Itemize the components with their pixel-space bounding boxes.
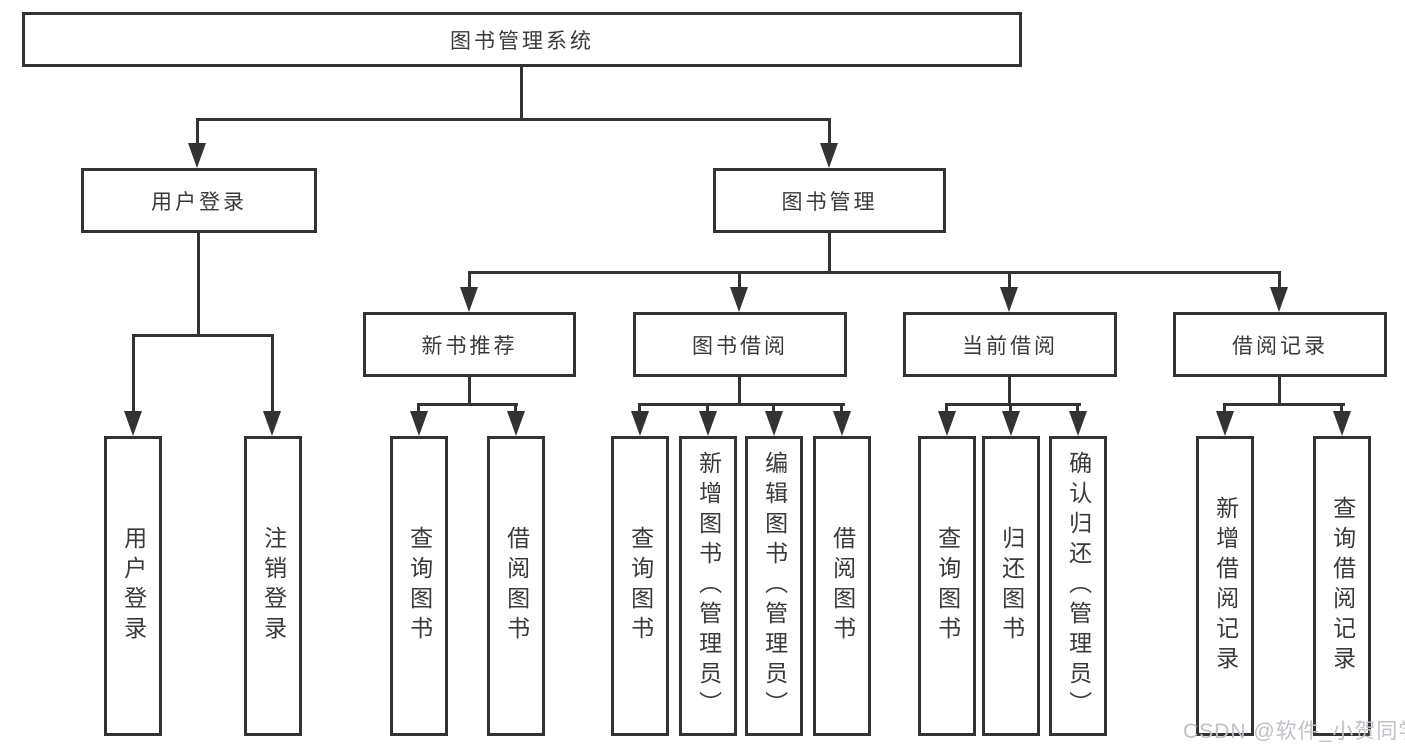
arrowhead-borrow-records bbox=[1270, 287, 1288, 312]
node-library-management-system: 图书管理系统 bbox=[22, 12, 1022, 67]
connector-book-borrow-bar bbox=[638, 403, 845, 406]
leaf-label: 查询图书 bbox=[934, 526, 961, 646]
leaf-label: 用户登录 bbox=[120, 526, 147, 646]
node-borrowing-records: 借阅记录 bbox=[1173, 312, 1387, 377]
connector-leaf bbox=[1340, 403, 1343, 413]
node-label: 图书管理系统 bbox=[450, 29, 594, 53]
leaf-add-book-admin: 新增图书（管理员） bbox=[679, 436, 737, 736]
connector-book-borrow-trunk bbox=[738, 377, 741, 406]
connector-level1-bar bbox=[196, 118, 831, 121]
connector-user-login-trunk bbox=[197, 233, 200, 336]
node-user-login: 用户登录 bbox=[81, 168, 317, 233]
arrowhead-leaf bbox=[631, 411, 649, 436]
arrowhead-book-management bbox=[820, 143, 838, 168]
csdn-watermark: CSDN @软件_小贺同学 bbox=[1183, 720, 1405, 743]
node-label: 用户登录 bbox=[151, 190, 247, 214]
arrowhead-leaf-logout bbox=[263, 411, 281, 436]
leaf-return-book: 归还图书 bbox=[982, 436, 1040, 736]
arrowhead-leaf bbox=[699, 411, 717, 436]
leaf-label: 借阅图书 bbox=[503, 526, 530, 646]
node-current-borrowing: 当前借阅 bbox=[903, 312, 1117, 377]
connector-book-management-trunk bbox=[828, 233, 831, 274]
connector-leaf bbox=[772, 403, 775, 413]
arrowhead-current-borrow bbox=[1000, 287, 1018, 312]
connector-to-book-borrow bbox=[738, 271, 741, 289]
leaf-query-books-current: 查询图书 bbox=[918, 436, 976, 736]
node-label: 借阅记录 bbox=[1232, 334, 1328, 358]
node-label: 当前借阅 bbox=[962, 334, 1058, 358]
leaf-label: 查询图书 bbox=[406, 526, 433, 646]
arrowhead-leaf bbox=[833, 411, 851, 436]
connector-leaf bbox=[706, 403, 709, 413]
connector-new-book-trunk bbox=[468, 377, 471, 406]
node-label: 新书推荐 bbox=[421, 334, 518, 358]
leaf-edit-book-admin: 编辑图书（管理员） bbox=[745, 436, 803, 736]
arrowhead-leaf bbox=[1069, 411, 1087, 436]
leaf-query-books-borrow: 查询图书 bbox=[611, 436, 669, 736]
leaf-query-books-recommend: 查询图书 bbox=[390, 436, 448, 736]
connector-leaf bbox=[1076, 403, 1079, 413]
connector-to-borrow-records bbox=[1278, 271, 1281, 289]
arrowhead-leaf bbox=[765, 411, 783, 436]
leaf-label: 新增借阅记录 bbox=[1212, 496, 1239, 676]
leaf-label: 注销登录 bbox=[260, 526, 287, 646]
connector-leaf bbox=[1009, 403, 1012, 413]
connector-leaf bbox=[1223, 403, 1226, 413]
leaf-label: 借阅图书 bbox=[829, 526, 856, 646]
leaf-query-borrow-record: 查询借阅记录 bbox=[1313, 436, 1371, 736]
connector-new-book-bar bbox=[417, 403, 518, 406]
leaf-user-login: 用户登录 bbox=[104, 436, 162, 736]
connector-current-borrow-bar bbox=[945, 403, 1081, 406]
connector-root-trunk bbox=[520, 67, 523, 120]
arrowhead-leaf bbox=[507, 411, 525, 436]
arrowhead-new-book bbox=[460, 287, 478, 312]
arrowhead-leaf bbox=[1333, 411, 1351, 436]
connector-to-user-login bbox=[196, 118, 199, 146]
leaf-label: 查询借阅记录 bbox=[1329, 496, 1356, 676]
leaf-add-borrow-record: 新增借阅记录 bbox=[1196, 436, 1254, 736]
leaf-label: 归还图书 bbox=[998, 526, 1025, 646]
arrowhead-leaf bbox=[1216, 411, 1234, 436]
node-book-management: 图书管理 bbox=[713, 168, 946, 233]
leaf-label: 编辑图书（管理员） bbox=[761, 451, 788, 721]
connector-to-new-book bbox=[468, 271, 471, 289]
node-label: 图书借阅 bbox=[692, 334, 788, 358]
node-label: 图书管理 bbox=[781, 190, 878, 214]
leaf-label: 确认归还（管理员） bbox=[1065, 451, 1092, 721]
connector-level2-bar bbox=[468, 271, 1281, 274]
leaf-label: 新增图书（管理员） bbox=[695, 451, 722, 721]
connector-leaf bbox=[638, 403, 641, 413]
connector-leaf bbox=[840, 403, 843, 413]
connector-leaf bbox=[514, 403, 517, 413]
connector-to-leaf-logout bbox=[271, 334, 274, 413]
arrowhead-leaf bbox=[410, 411, 428, 436]
connector-user-login-bar bbox=[132, 334, 274, 337]
connector-to-leaf-user-login bbox=[132, 334, 135, 413]
leaf-logout: 注销登录 bbox=[244, 436, 302, 736]
leaf-confirm-return-admin: 确认归还（管理员） bbox=[1049, 436, 1107, 736]
connector-current-borrow-trunk bbox=[1008, 377, 1011, 406]
arrowhead-book-borrow bbox=[730, 287, 748, 312]
arrowhead-user-login bbox=[188, 143, 206, 168]
node-new-book-recommendation: 新书推荐 bbox=[363, 312, 576, 377]
arrowhead-leaf-user-login bbox=[124, 411, 142, 436]
arrowhead-leaf bbox=[1002, 411, 1020, 436]
leaf-borrow-books-recommend: 借阅图书 bbox=[487, 436, 545, 736]
connector-leaf bbox=[417, 403, 420, 413]
leaf-borrow-books: 借阅图书 bbox=[813, 436, 871, 736]
connector-to-book-management bbox=[828, 118, 831, 146]
connector-to-current-borrow bbox=[1008, 271, 1011, 289]
arrowhead-leaf bbox=[938, 411, 956, 436]
connector-borrow-records-bar bbox=[1223, 403, 1345, 406]
connector-leaf bbox=[945, 403, 948, 413]
node-book-borrowing: 图书借阅 bbox=[633, 312, 847, 377]
leaf-label: 查询图书 bbox=[627, 526, 654, 646]
connector-borrow-records-trunk bbox=[1278, 377, 1281, 406]
